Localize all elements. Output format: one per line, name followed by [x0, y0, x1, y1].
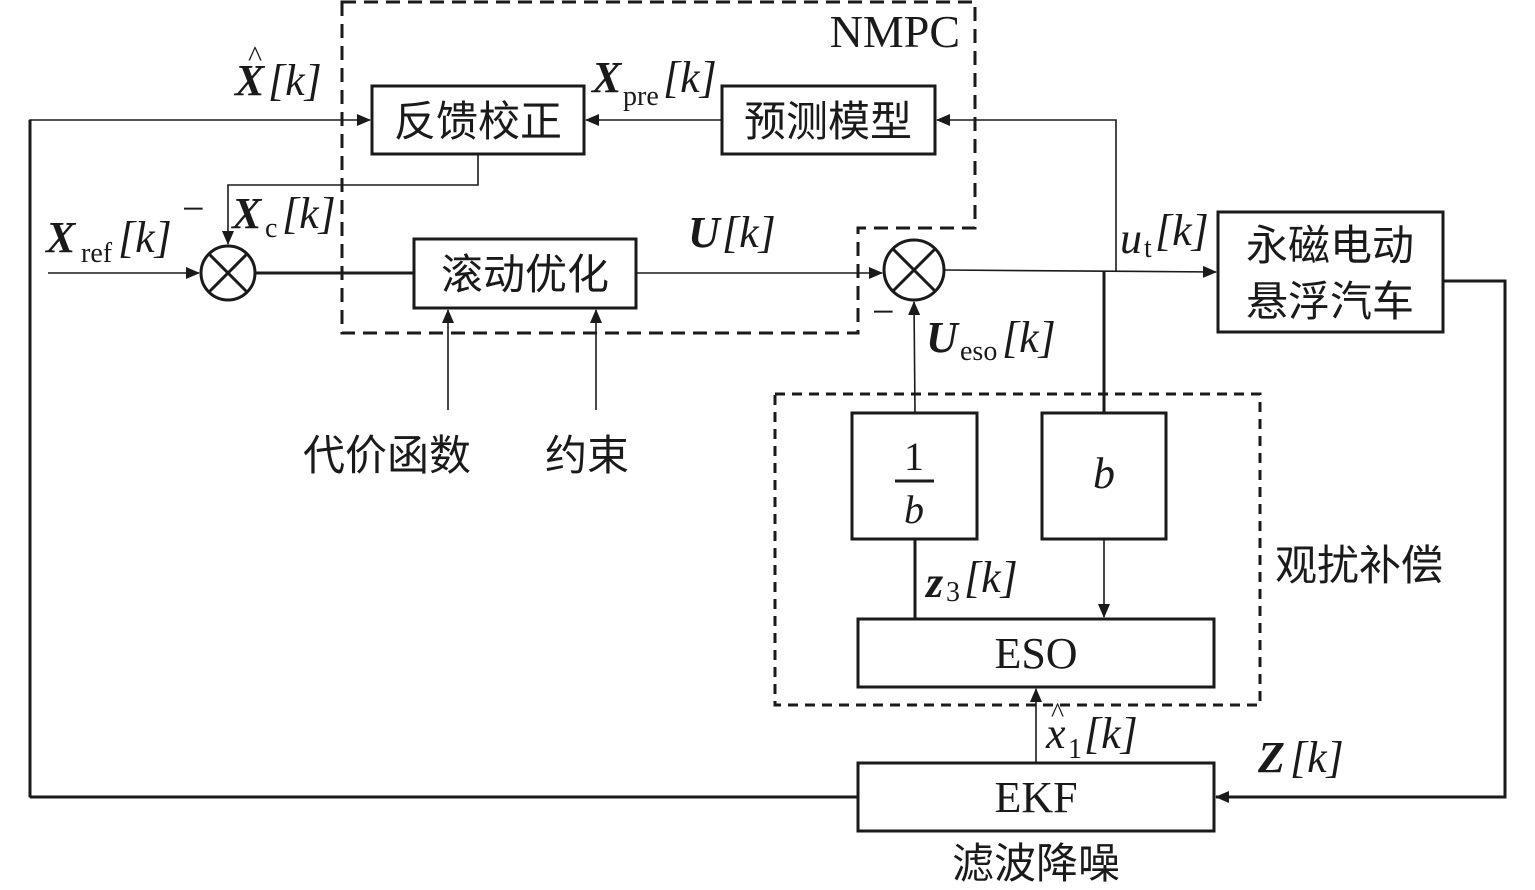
- svg-text:ref: ref: [81, 238, 113, 269]
- x1hat-signal-label: x ^ 1 [k]: [1045, 698, 1138, 765]
- ut-arrow: [943, 265, 1217, 278]
- svg-text:X: X: [230, 189, 263, 238]
- feedback-correction-block: 反馈校正: [370, 84, 586, 156]
- svg-text:[k]: [k]: [1290, 733, 1344, 782]
- svg-text:[k]: [k]: [1002, 313, 1056, 362]
- ueso-signal-label: U eso [k]: [926, 313, 1056, 367]
- svg-text:3: 3: [946, 577, 960, 608]
- svg-text:X: X: [44, 213, 77, 262]
- xc-signal-label: X c [k]: [230, 189, 336, 244]
- svg-text:[k]: [k]: [1084, 709, 1138, 758]
- svg-text:X: X: [590, 53, 623, 102]
- xc-feedback-arrow: [222, 154, 479, 245]
- rolling-optimization-block: 滚动优化: [412, 237, 638, 310]
- prediction-model-block: 预测模型: [720, 84, 937, 156]
- u-signal-label: U [k]: [688, 208, 776, 257]
- inverse-b-numerator: 1: [904, 434, 924, 479]
- plant-block: 永磁电动 悬浮汽车: [1216, 210, 1445, 334]
- svg-text:z: z: [924, 558, 943, 607]
- ueso-arrow: [908, 301, 921, 414]
- svg-text:[k]: [k]: [722, 208, 776, 257]
- svg-text:[k]: [k]: [268, 56, 322, 105]
- svg-text:^: ^: [248, 40, 262, 73]
- ekf-label: EKF: [994, 773, 1077, 822]
- svg-text:X: X: [233, 56, 266, 105]
- z3-signal-label: z 3 [k]: [924, 553, 1018, 608]
- svg-text:u: u: [1120, 214, 1142, 263]
- svg-text:x: x: [1045, 709, 1066, 758]
- eso-block: ESO: [856, 617, 1216, 689]
- prediction-model-label: 预测模型: [744, 97, 912, 146]
- ekf-caption: 滤波降噪: [952, 839, 1120, 888]
- svg-text:[k]: [k]: [964, 553, 1018, 602]
- svg-text:Z: Z: [1257, 733, 1285, 782]
- eso-label: ESO: [994, 629, 1077, 678]
- feedback-correction-label: 反馈校正: [394, 97, 562, 146]
- b-label: b: [1093, 449, 1115, 498]
- inverse-b-denominator: b: [904, 487, 924, 532]
- inverse-b-block: 1 b: [850, 411, 979, 541]
- ut-signal-label: u t [k]: [1120, 206, 1209, 264]
- xpre-signal-label: X pre [k]: [590, 53, 717, 112]
- plant-label-line1: 永磁电动: [1246, 221, 1414, 270]
- cost-function-label: 代价函数: [303, 431, 471, 480]
- svg-text:^: ^: [1051, 698, 1064, 729]
- svg-text:1: 1: [1068, 734, 1082, 765]
- xc-minus-sign: −: [182, 186, 205, 231]
- plant-label-line2: 悬浮汽车: [1246, 277, 1414, 326]
- ut-to-prediction-arrow: [936, 114, 1117, 271]
- summing-junction-1: [199, 244, 257, 302]
- xref-signal-label: X ref [k]: [44, 213, 172, 269]
- svg-text:[k]: [k]: [282, 189, 336, 238]
- disturbance-compensation-group-border: [773, 392, 1262, 707]
- xhat-signal-label: X ^ [k]: [233, 40, 322, 105]
- rolling-optimization-label: 滚动优化: [441, 250, 609, 299]
- svg-text:[k]: [k]: [663, 53, 717, 102]
- nmpc-label: NMPC: [830, 6, 960, 57]
- svg-text:[k]: [k]: [1155, 206, 1209, 255]
- svg-text:c: c: [265, 213, 277, 244]
- nmpc-group-border: [340, 0, 977, 335]
- disturbance-compensation-label: 观扰补偿: [1275, 541, 1443, 590]
- b-block: b: [1040, 411, 1168, 541]
- ueso-minus-sign: −: [872, 289, 895, 334]
- constraints-label: 约束: [545, 431, 629, 480]
- svg-text:U: U: [926, 313, 960, 362]
- ekf-block: EKF: [856, 761, 1216, 833]
- svg-text:pre: pre: [623, 81, 659, 112]
- svg-text:t: t: [1144, 233, 1152, 264]
- svg-text:U: U: [688, 208, 722, 257]
- z-measurement-arrow: [1215, 279, 1507, 803]
- z-signal-label: Z [k]: [1257, 733, 1344, 782]
- svg-text:[k]: [k]: [118, 213, 172, 262]
- svg-text:eso: eso: [960, 336, 997, 367]
